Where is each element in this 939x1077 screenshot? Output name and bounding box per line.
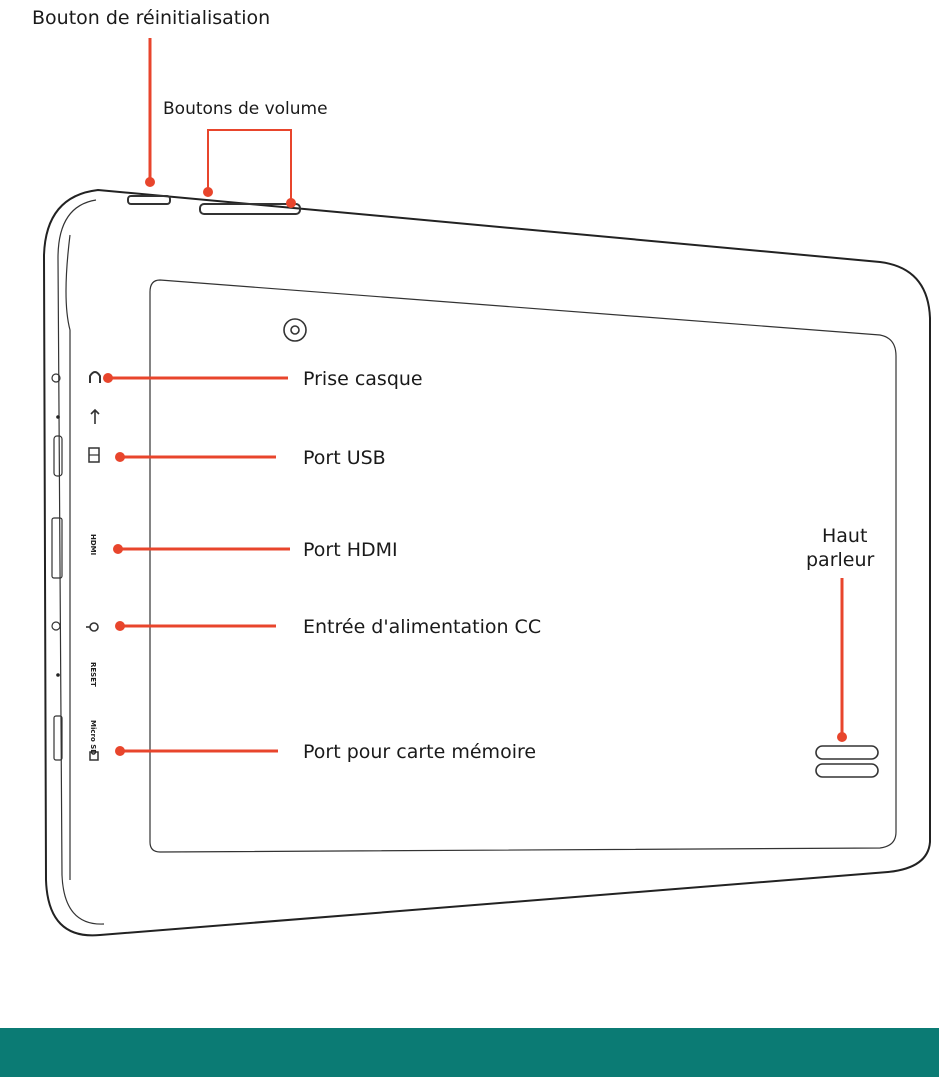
tablet-inner-edge — [58, 200, 104, 924]
label-speaker-line1: Haut — [822, 525, 867, 547]
tablet-outer-shell — [44, 190, 930, 935]
speaker-grille — [816, 746, 878, 777]
usb-icon — [91, 410, 99, 424]
label-volume-buttons: Boutons de volume — [163, 99, 328, 119]
tablet-back-panel — [150, 280, 896, 852]
top-buttons — [128, 196, 300, 214]
tablet-body — [44, 190, 930, 935]
side-dc-hole — [52, 622, 60, 630]
label-speaker-line2: parleur — [806, 549, 875, 571]
reset-button[interactable] — [128, 196, 170, 204]
side-pinhole-1 — [56, 415, 60, 419]
callout-labels: Bouton de réinitialisation Boutons de vo… — [32, 7, 875, 763]
label-memory-card: Port pour carte mémoire — [303, 741, 536, 763]
hdmi-marking: HDMI — [89, 534, 97, 555]
label-reset-button: Bouton de réinitialisation — [32, 7, 270, 29]
headphone-icon — [90, 372, 100, 383]
volume-rocker[interactable] — [200, 204, 300, 214]
port-icons: HDMI RESET Micro SD — [86, 372, 100, 760]
label-usb-port: Port USB — [303, 447, 386, 469]
callouts — [103, 38, 847, 756]
microsd-marking: Micro SD — [89, 720, 97, 755]
power-plug-icon — [86, 623, 98, 631]
volume-bracket — [208, 130, 291, 200]
label-dc-power: Entrée d'alimentation CC — [303, 616, 541, 638]
footer-band — [0, 1028, 939, 1077]
camera-icon — [284, 319, 306, 341]
side-pinhole-2 — [56, 673, 60, 677]
label-hdmi-port: Port HDMI — [303, 539, 398, 561]
reset-marking: RESET — [89, 662, 97, 687]
label-headphone-jack: Prise casque — [303, 368, 423, 390]
tablet-side-edge — [66, 235, 70, 880]
side-usb-slot — [54, 436, 62, 476]
